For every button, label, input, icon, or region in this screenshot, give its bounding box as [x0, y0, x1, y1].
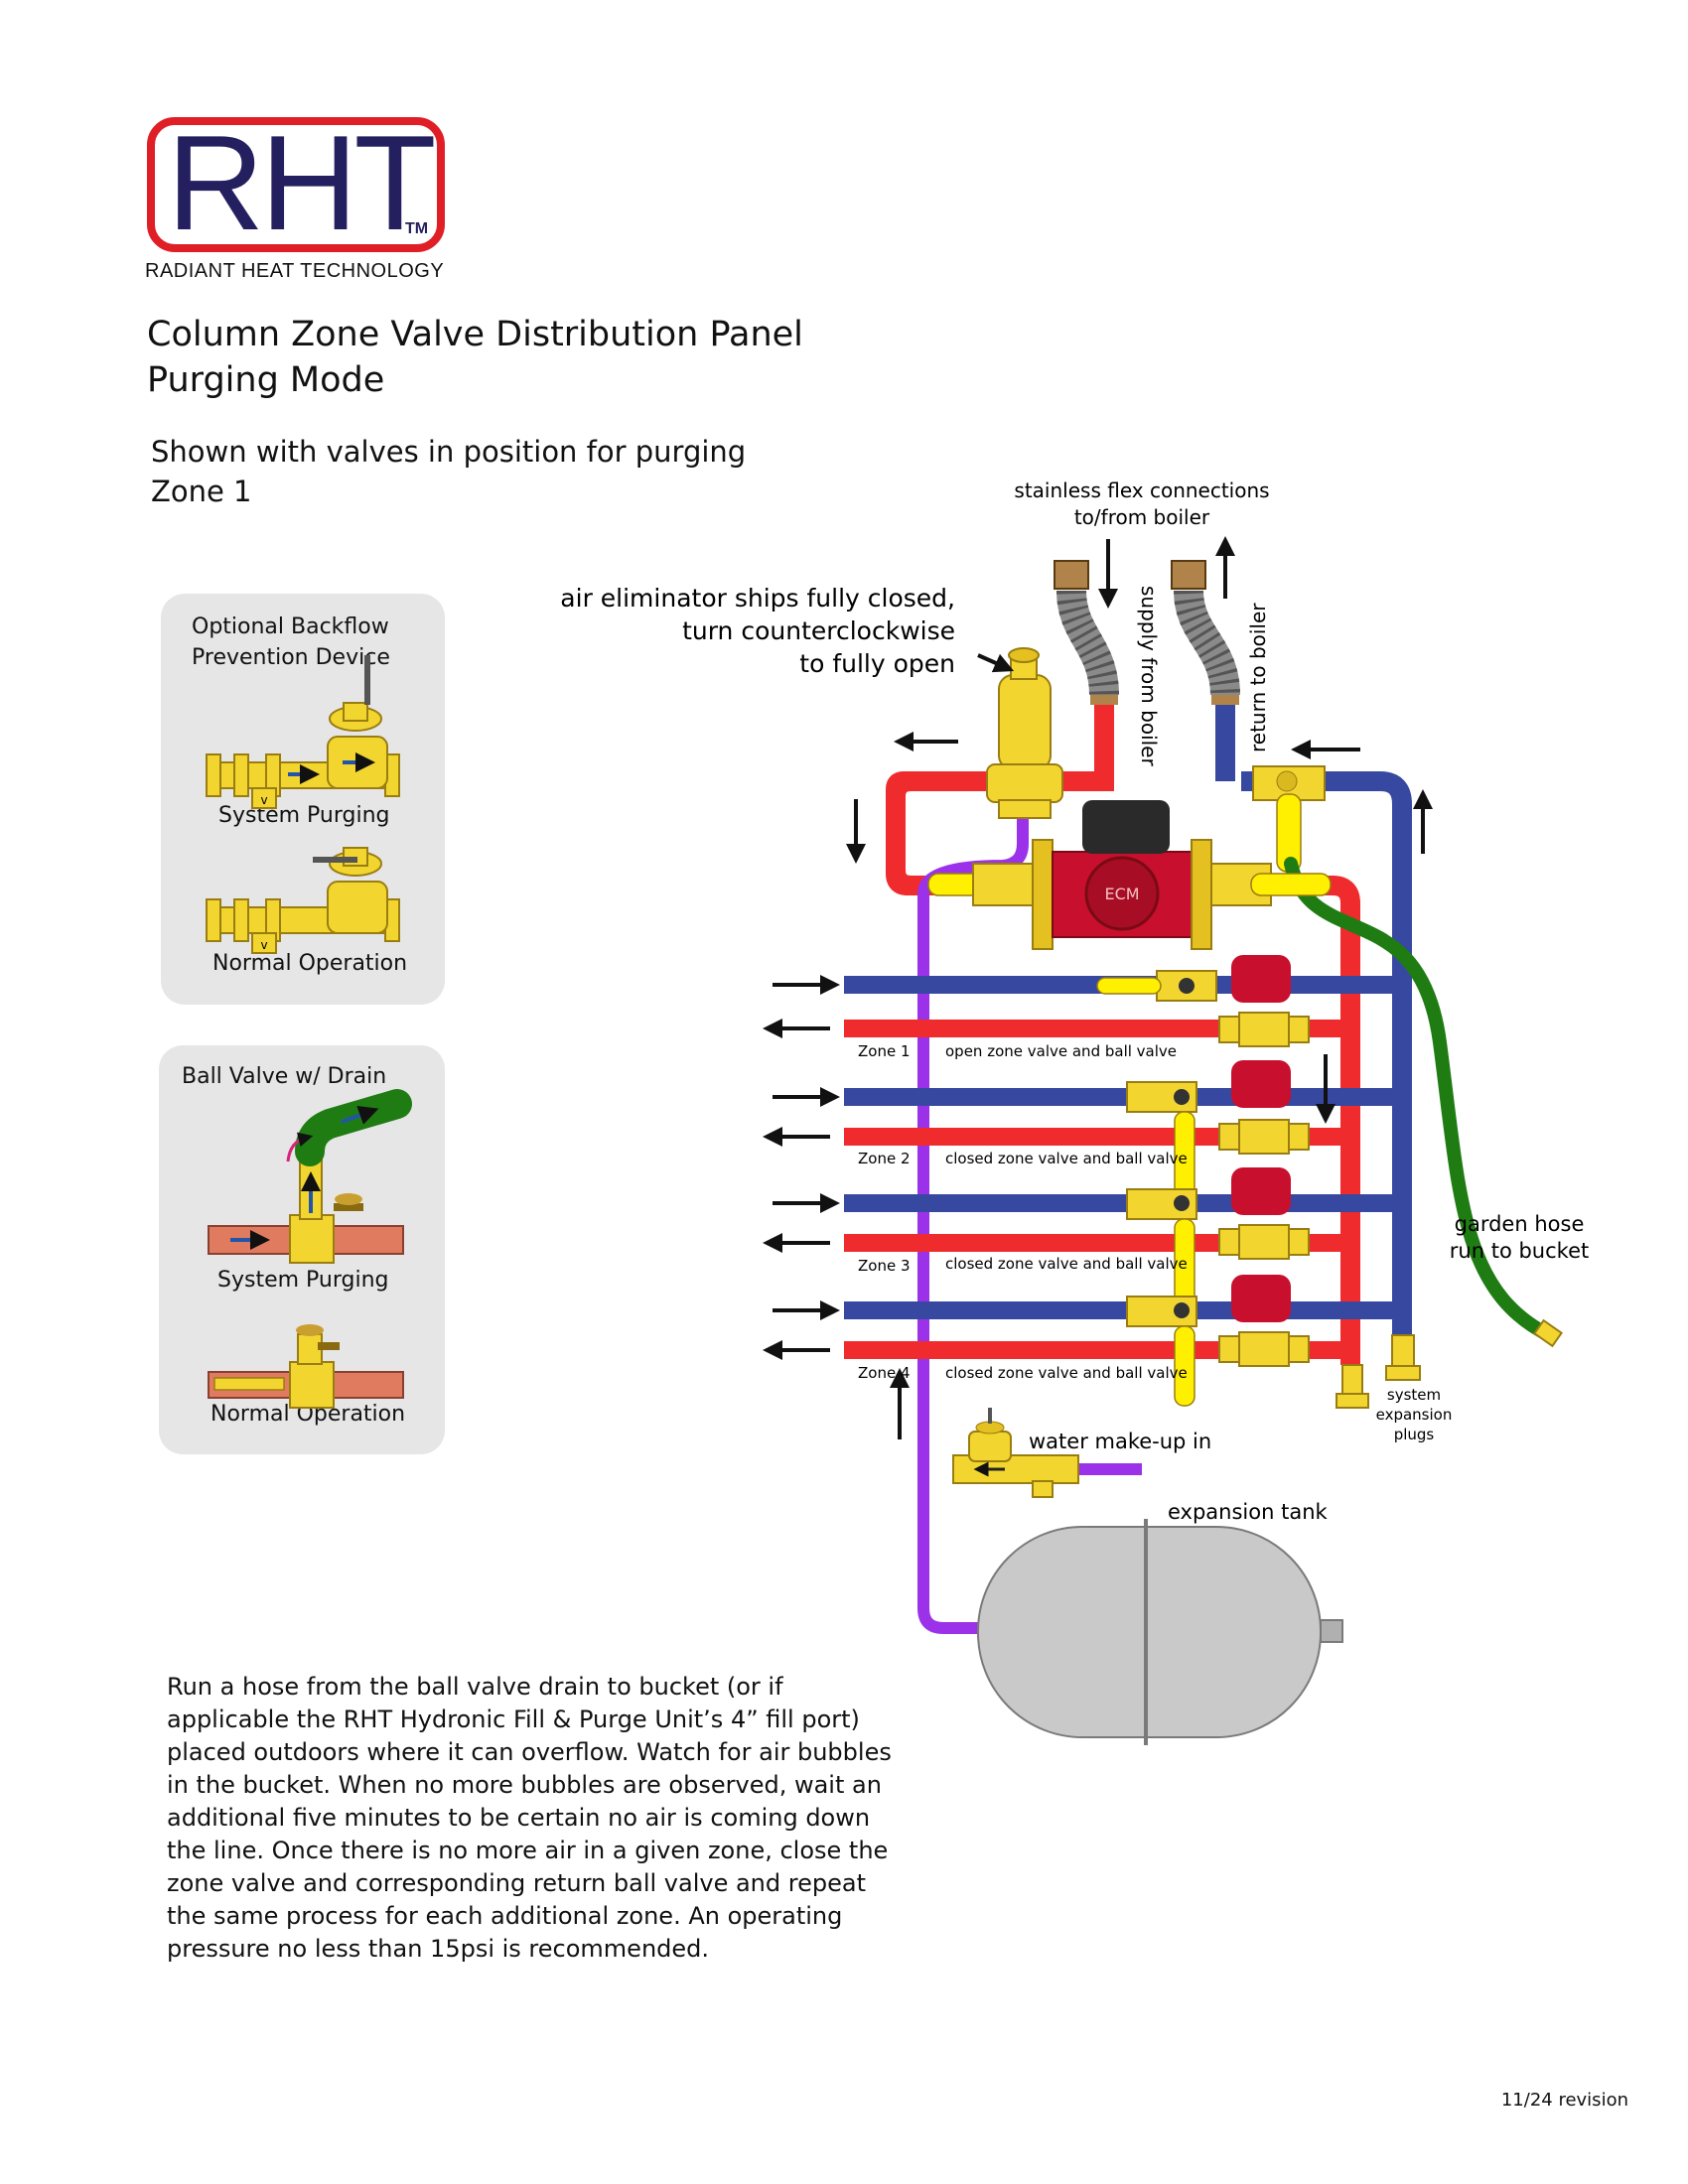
backflow-device-normal: v	[206, 847, 400, 954]
plugs-label-2: expansion	[1376, 1406, 1453, 1424]
expansion-line	[917, 814, 1029, 1634]
return-label: return to boiler	[1246, 603, 1270, 752]
page-title-mode: Purging Mode	[147, 360, 385, 400]
svg-text:v: v	[260, 938, 267, 952]
air-eliminator-label-3: to fully open	[799, 649, 955, 678]
return-ball-valves	[1096, 970, 1217, 1407]
water-makeup-valve	[952, 1408, 1079, 1498]
revision-label: 11/24 revision	[1500, 2090, 1628, 2111]
garden-hose-label-2: run to bucket	[1450, 1239, 1589, 1263]
ballvalve-caption-purging: System Purging	[217, 1268, 389, 1293]
return-riser-pipe	[1241, 771, 1412, 1335]
logo-letters: RHT	[167, 107, 437, 258]
garden-hose-label-1: garden hose	[1455, 1212, 1585, 1236]
garden-hose	[1284, 857, 1556, 1342]
backflow-caption-purging: System Purging	[218, 803, 390, 828]
air-eliminator	[986, 647, 1063, 819]
supply-riser-pipe	[1231, 876, 1360, 1365]
backflow-caption-normal: Normal Operation	[212, 951, 408, 976]
zone-1-status: open zone valve and ball valve	[945, 1042, 1177, 1060]
ballvalve-title: Ball Valve w/ Drain	[182, 1064, 387, 1089]
zone-1-name: Zone 1	[858, 1042, 911, 1060]
logo-tagline: RADIANT HEAT TECHNOLOGY	[145, 260, 445, 282]
air-eliminator-label-1: air eliminator ships fully closed,	[560, 584, 955, 613]
supply-flex-hose	[1054, 560, 1119, 705]
page-subtitle-zone: Zone 1	[151, 475, 252, 508]
makeup-label: water make-up in	[1029, 1430, 1211, 1453]
hose-end	[1533, 1318, 1563, 1348]
plugs-label-1: system	[1387, 1386, 1441, 1404]
tank-label: expansion tank	[1168, 1500, 1329, 1524]
air-eliminator-label-2: turn counterclockwise	[682, 616, 955, 645]
zone-3-name: Zone 3	[858, 1257, 911, 1275]
flex-label-1: stainless flex connections	[1014, 478, 1269, 502]
system-expansion-plugs	[1336, 1334, 1421, 1409]
zone-valves	[1218, 955, 1310, 1367]
svg-text:v: v	[260, 793, 267, 807]
logo-trademark: TM	[405, 220, 429, 237]
plugs-label-3: plugs	[1394, 1426, 1435, 1443]
zone-3-status: closed zone valve and ball valve	[945, 1255, 1188, 1273]
zone-2-status: closed zone valve and ball valve	[945, 1150, 1188, 1167]
backflow-device-purging: v	[206, 655, 400, 809]
flow-arrows	[763, 536, 1433, 1439]
page-subtitle: Shown with valves in position for purgin…	[151, 435, 747, 469]
circulator-pump: ECM	[927, 800, 1332, 950]
instructions-paragraph: Run a hose from the ball valve drain to …	[167, 1673, 892, 1963]
expansion-tank	[977, 1519, 1343, 1745]
return-flex-hose	[1171, 560, 1240, 705]
pump-ecm-label: ECM	[1104, 885, 1139, 903]
zone-4-name: Zone 4	[858, 1364, 911, 1382]
zone-2-name: Zone 2	[858, 1150, 911, 1167]
ball-valve-drain-normal	[208, 1324, 404, 1409]
backflow-title-1: Optional Backflow	[192, 614, 389, 639]
page-title: Column Zone Valve Distribution Panel	[147, 315, 803, 354]
purge-valve-return	[1252, 765, 1326, 873]
supply-label: supply from boiler	[1137, 586, 1161, 766]
flex-label-2: to/from boiler	[1074, 505, 1210, 529]
logo-frame	[147, 117, 445, 252]
backflow-title-2: Prevention Device	[192, 645, 390, 670]
ball-valve-drain-purging	[208, 1089, 412, 1264]
zone-4-status: closed zone valve and ball valve	[945, 1364, 1188, 1382]
